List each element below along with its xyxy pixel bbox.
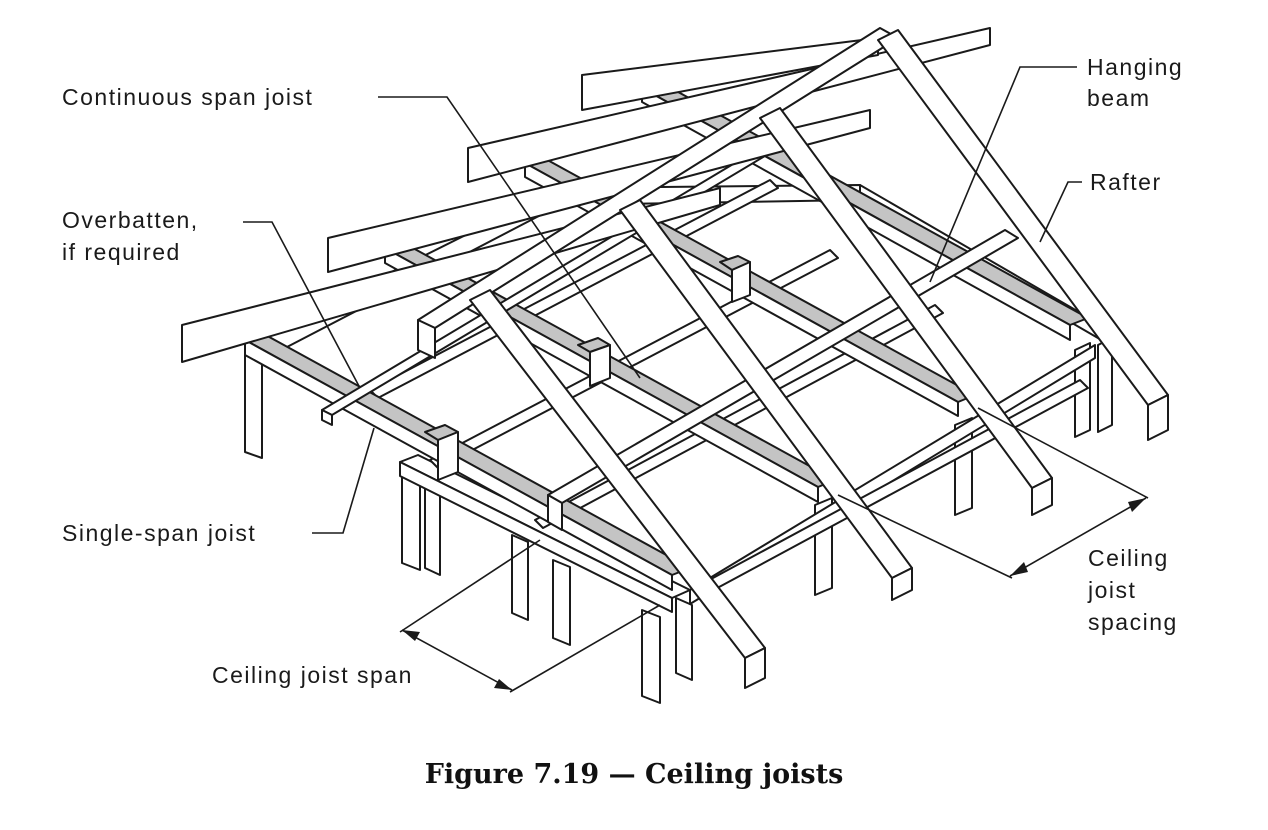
- leader-continuous-span: [378, 96, 641, 379]
- rafters-right: [469, 29, 1169, 689]
- label-ceiling-joist-span: Ceiling joist span: [212, 662, 413, 688]
- leader-lines: [243, 66, 1082, 534]
- label-continuous-span-joist: Continuous span joist: [62, 84, 313, 110]
- leader-hanging-beam: [929, 66, 1077, 283]
- label-single-span-joist: Single-span joist: [62, 520, 256, 546]
- ridge-face: [417, 319, 436, 359]
- leader-rafter: [1039, 181, 1082, 243]
- dimension-joist-spacing: [837, 407, 1149, 579]
- runner-2: [534, 304, 944, 529]
- post-front-6: [675, 597, 693, 681]
- splice-3-face: [731, 261, 751, 303]
- dim-span-arrow-1: [402, 630, 420, 641]
- label-ceiling-joist-spacing-line2: joist: [1087, 577, 1136, 603]
- hanging-beam-face: [547, 494, 563, 531]
- post-front-4: [552, 559, 571, 646]
- rafter-right-2-face: [891, 567, 913, 601]
- dim-spacing-ext-2: [977, 407, 1149, 499]
- post-front-3: [511, 534, 529, 621]
- dim-spacing-arrow-2: [1128, 498, 1146, 512]
- rafter-right-3-face: [1031, 477, 1053, 516]
- figure-caption: Figure 7.19 — Ceiling joists: [425, 759, 844, 790]
- splice-2-face: [589, 344, 611, 387]
- label-ceiling-joist-spacing-line3: spacing: [1088, 609, 1178, 635]
- label-hanging-beam-line1: Hanging: [1087, 54, 1183, 80]
- dim-span-line: [401, 629, 513, 691]
- dim-spacing-line: [1009, 497, 1147, 577]
- dim-spacing-ext-1: [837, 494, 1013, 579]
- dimension-joist-span: [399, 539, 661, 693]
- dim-spacing-arrow-1: [1010, 562, 1028, 576]
- dim-span-arrow-2: [494, 679, 512, 690]
- label-ceiling-joist-spacing-line1: Ceiling: [1088, 545, 1169, 571]
- overbatten-face: [321, 409, 333, 426]
- label-overbatten-line2: if required: [62, 239, 181, 265]
- rafter-left-4: [581, 37, 879, 111]
- rafter-right-4-face: [1147, 394, 1169, 441]
- dim-span-ext-1: [399, 539, 541, 633]
- post-left-rear: [244, 354, 263, 459]
- dim-span-ext-2: [509, 604, 661, 693]
- callout-labels: Continuous span joist Hanging beam Rafte…: [62, 54, 1183, 688]
- leader-overbatten: [243, 221, 361, 389]
- leader-single-span: [312, 427, 375, 534]
- label-overbatten-line1: Overbatten,: [62, 207, 199, 233]
- runner-1: [429, 249, 839, 469]
- label-rafter: Rafter: [1090, 169, 1162, 195]
- splice-1-face: [437, 431, 459, 481]
- plate-front-left-face: [399, 461, 673, 613]
- label-hanging-beam-line2: beam: [1087, 85, 1151, 111]
- rafter-right-1-face: [744, 647, 766, 689]
- post-front-5: [641, 609, 661, 704]
